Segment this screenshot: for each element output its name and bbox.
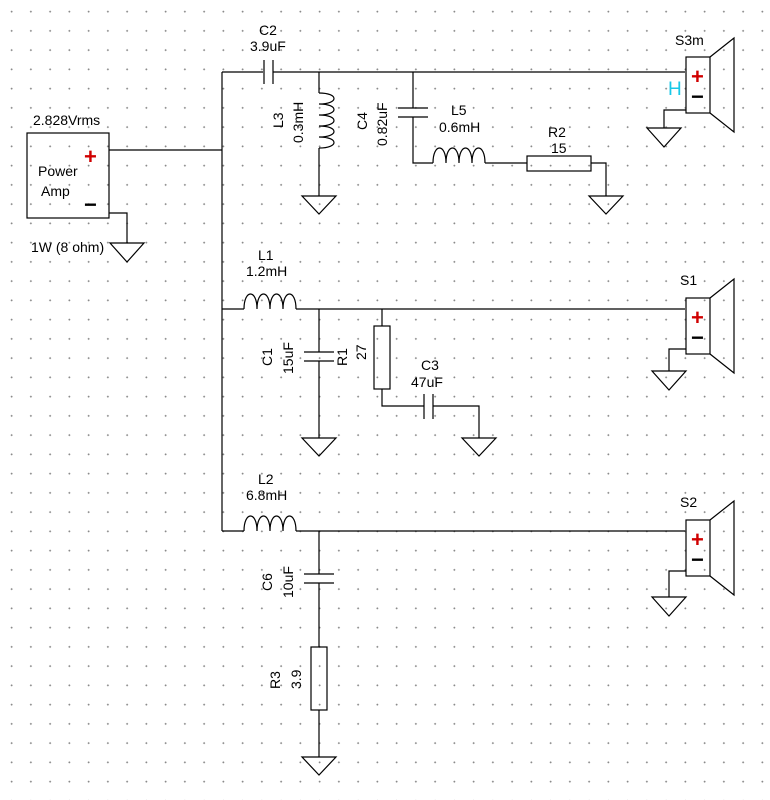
s3m-h-marker: H [668, 79, 682, 100]
woofer-branch: L2 6.8mH C6 10uF R3 3.9 S2 + − [222, 471, 735, 776]
wire-s2-ground [668, 570, 686, 597]
ground-icon [300, 437, 338, 457]
power-amp-plus-terminal: + [84, 144, 97, 169]
speaker-s2: S2 + − [680, 494, 735, 597]
l1-name: L1 [258, 247, 274, 263]
power-amp-box [26, 132, 110, 219]
c3-name: C3 [421, 357, 439, 373]
capacitor-c2: C2 3.9uF [250, 22, 286, 84]
l3-name: L3 [270, 112, 286, 128]
resistor-r1: R1 27 [334, 325, 391, 390]
l5-name: L5 [451, 102, 467, 118]
c1-value: 15uF [280, 342, 296, 374]
power-amp-label-line2: Amp [41, 183, 70, 199]
c6-name: C6 [259, 573, 275, 591]
ground-icon [650, 370, 688, 391]
ground-icon [300, 756, 338, 776]
inductor-l2: L2 6.8mH [243, 471, 297, 532]
c3-value: 47uF [411, 374, 443, 390]
c1-name: C1 [259, 348, 275, 366]
l2-value: 6.8mH [246, 487, 287, 503]
wire-r1-c3 [381, 389, 424, 407]
s3m-minus: − [691, 84, 704, 109]
ground-icon [587, 195, 625, 215]
inductor-l5: L5 0.6mH [432, 102, 486, 164]
tweeter-branch: C2 3.9uF L3 0.3mH C4 0.82uF L5 0.6mH [222, 22, 735, 215]
source-voltage-label: 2.828Vrms [33, 112, 100, 128]
r2-name: R2 [548, 124, 566, 140]
ground-icon [108, 242, 146, 263]
r2-value: 15 [551, 140, 567, 156]
l2-name: L2 [258, 471, 274, 487]
s1-name: S1 [680, 272, 697, 288]
l5-value: 0.6mH [439, 119, 480, 135]
c2-name: C2 [259, 22, 277, 38]
resistor-r2: R2 15 [526, 124, 592, 172]
inductor-l1: L1 1.2mH [243, 247, 297, 310]
source-power-label: 1W (8 ohm) [31, 239, 104, 255]
power-amp-label-line1: Power [38, 163, 78, 179]
s2-name: S2 [680, 494, 697, 510]
wire-s1-ground [668, 348, 686, 371]
wire-r2-ground [591, 162, 607, 196]
ground-icon [645, 127, 683, 148]
ground-icon [460, 437, 498, 457]
s2-minus: − [691, 547, 704, 572]
s3m-plus: + [691, 64, 704, 89]
l3-value: 0.3mH [290, 102, 306, 143]
power-amp: 2.828Vrms Power Amp + − 1W (8 ohm) [26, 112, 222, 263]
c4-value: 0.82uF [374, 102, 390, 146]
wire-s3m-ground [663, 109, 686, 128]
r3-value: 3.9 [288, 669, 304, 689]
c4-name: C4 [354, 112, 370, 130]
s1-minus: − [691, 325, 704, 350]
wire-amp-minus [109, 212, 128, 243]
s1-plus: + [691, 305, 704, 330]
inductor-l3: L3 0.3mH [270, 92, 335, 149]
capacitor-c4: C4 0.82uF [354, 102, 428, 146]
resistor-r3: R3 3.9 [267, 646, 328, 711]
ground-icon [650, 596, 688, 617]
s3m-name: S3m [675, 32, 704, 48]
wire-c4-bottom [412, 117, 433, 164]
power-amp-minus-terminal: − [84, 192, 97, 217]
mid-branch: L1 1.2mH C1 15uF R1 27 C3 47uF [222, 247, 735, 457]
capacitor-c3: C3 47uF [411, 357, 443, 419]
speaker-s3m: S3m + − H [668, 32, 735, 134]
r3-name: R3 [267, 671, 283, 689]
capacitor-c6: C6 10uF [259, 566, 334, 598]
speaker-s1: S1 + − [680, 272, 735, 375]
l1-value: 1.2mH [246, 263, 287, 279]
c2-value: 3.9uF [250, 38, 286, 54]
c6-value: 10uF [280, 566, 296, 598]
wire-c3-ground [433, 405, 480, 438]
r1-value: 27 [353, 344, 369, 360]
capacitor-c1: C1 15uF [259, 342, 334, 374]
s2-plus: + [691, 527, 704, 552]
ground-icon [300, 195, 338, 215]
r1-name: R1 [334, 348, 350, 366]
